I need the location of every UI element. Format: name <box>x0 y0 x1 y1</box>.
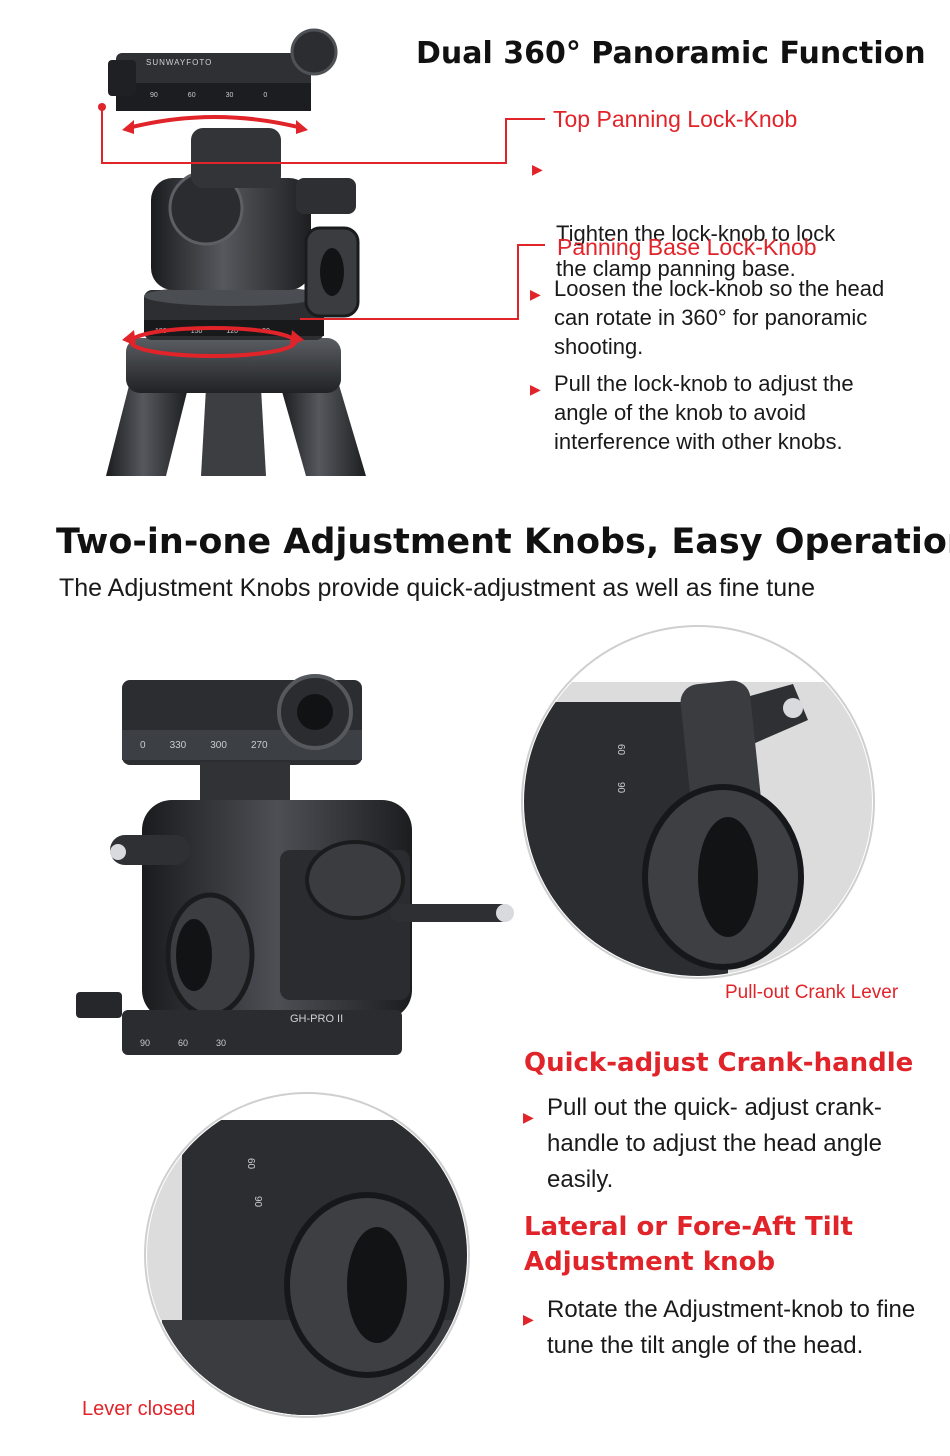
scale-label: 30 <box>225 92 234 99</box>
callout-line <box>101 107 103 163</box>
crank-bullet: ▶ Pull out the quick- adjust crank-handl… <box>523 1090 892 1198</box>
bullet-text: Rotate the Adjustment-knob to fine tune … <box>547 1296 916 1359</box>
base-knob-bullet: ▶ Pull the lock-knob to adjust the angle… <box>530 369 899 456</box>
zoom-top-caption: Pull-out Crank Lever <box>725 982 899 1003</box>
section2-title: Two-in-one Adjustment Knobs, Easy Operat… <box>56 522 950 562</box>
section2-subtitle: The Adjustment Knobs provide quick-adjus… <box>59 574 815 602</box>
top-knob-bullet: ▶ Tighten the lock-knob to lock the clam… <box>532 146 896 286</box>
scale-label: 150 <box>190 328 203 335</box>
tilt-bullet: ▶ Rotate the Adjustment-knob to fine tun… <box>523 1292 917 1364</box>
callout-line <box>505 118 545 120</box>
tripod-head-illustration <box>106 28 366 476</box>
bullet-text: Pull the lock-knob to adjust the angle o… <box>554 371 854 454</box>
callout-line <box>300 318 518 320</box>
zoom-lever-closed <box>144 1092 470 1418</box>
scale-label: 60 <box>187 92 196 99</box>
triangle-right-icon: ▶ <box>530 381 541 397</box>
scale-label: 90 <box>140 1038 151 1048</box>
triangle-right-icon: ▶ <box>530 286 541 302</box>
scale-label: 90 <box>615 781 627 794</box>
scale-label: 90 <box>252 1195 264 1208</box>
gimbal-head-illustration <box>76 674 514 1055</box>
scale-label: 0 <box>263 92 268 99</box>
scale-label: 60 <box>615 743 627 756</box>
scale-label: 90 <box>150 92 158 99</box>
scale-label: 60 <box>245 1157 257 1170</box>
scale-label: 60 <box>178 1038 189 1048</box>
top-scale: 90 60 30 0 <box>150 92 267 99</box>
brand-label: SUNWAYFOTO <box>146 58 213 67</box>
scale-label: 120 <box>226 328 239 335</box>
scale-label: 300 <box>210 740 227 751</box>
scale-label: 270 <box>250 740 268 751</box>
rotation-arrow-icon <box>122 115 308 134</box>
section1-title: Dual 360° Panoramic Function <box>416 36 926 71</box>
bullet-text: Tighten the lock-knob to lock the clamp … <box>556 221 836 281</box>
model-label: GH-PRO II <box>290 1013 344 1025</box>
top-scale: 0 330 300 270 <box>140 740 268 751</box>
scale-label: 330 <box>169 740 187 751</box>
tilt-heading-line: Adjustment knob <box>524 1247 776 1277</box>
bullet-text: Loosen the lock-knob so the head can rot… <box>554 276 885 359</box>
crank-heading: Quick-adjust Crank-handle <box>524 1048 914 1078</box>
scale-label: 30 <box>216 1038 227 1048</box>
base-scale: 90 60 30 <box>140 1038 226 1048</box>
rotation-arrow-icon <box>122 326 304 358</box>
scale-label: 0 <box>140 740 146 751</box>
callout-line <box>101 162 506 164</box>
triangle-right-icon: ▶ <box>532 161 543 177</box>
zoom-bottom-caption: Lever closed <box>82 1398 196 1420</box>
base-knob-heading: Panning Base Lock-Knob <box>557 234 817 260</box>
callout-line <box>505 118 507 164</box>
callout-line <box>517 244 519 320</box>
top-knob-heading: Top Panning Lock-Knob <box>553 106 798 132</box>
callout-line <box>517 244 545 246</box>
bullet-text: Pull out the quick- adjust crank-handle … <box>547 1094 882 1193</box>
tilt-heading-line: Lateral or Fore-Aft Tilt <box>524 1212 853 1242</box>
triangle-right-icon: ▶ <box>523 1311 534 1327</box>
triangle-right-icon: ▶ <box>523 1109 534 1125</box>
base-knob-bullet: ▶ Loosen the lock-knob so the head can r… <box>530 274 894 361</box>
tilt-heading: Lateral or Fore-Aft Tilt Adjustment knob <box>524 1210 853 1280</box>
zoom-crank-pulled-out <box>521 625 875 979</box>
